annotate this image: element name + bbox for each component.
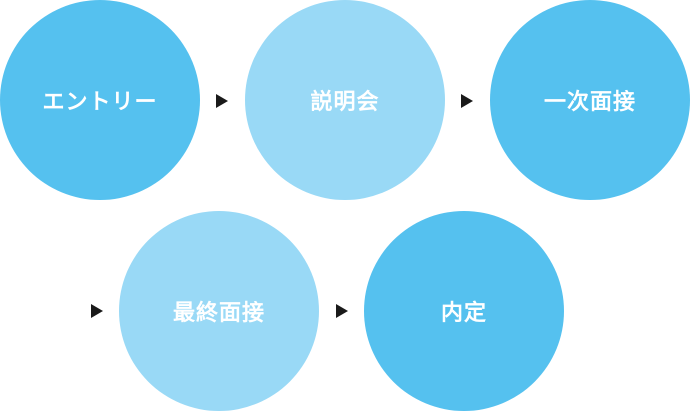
step-final-interview-label: 最終面接 — [172, 301, 265, 326]
step-briefing: 説明会 — [245, 0, 445, 200]
step-entry-label: エントリー — [42, 90, 158, 115]
triangle-right-icon — [91, 304, 103, 318]
step-briefing-label: 説明会 — [310, 90, 380, 115]
step-final-interview: 最終面接 — [119, 211, 319, 411]
step-entry: エントリー — [0, 0, 200, 200]
step-offer-label: 内定 — [440, 301, 487, 326]
step-first-interview-label: 一次面接 — [543, 90, 636, 115]
triangle-right-icon — [216, 94, 228, 108]
step-offer: 内定 — [364, 211, 564, 411]
triangle-right-icon — [461, 94, 473, 108]
triangle-right-icon — [336, 304, 348, 318]
step-first-interview: 一次面接 — [490, 0, 690, 200]
